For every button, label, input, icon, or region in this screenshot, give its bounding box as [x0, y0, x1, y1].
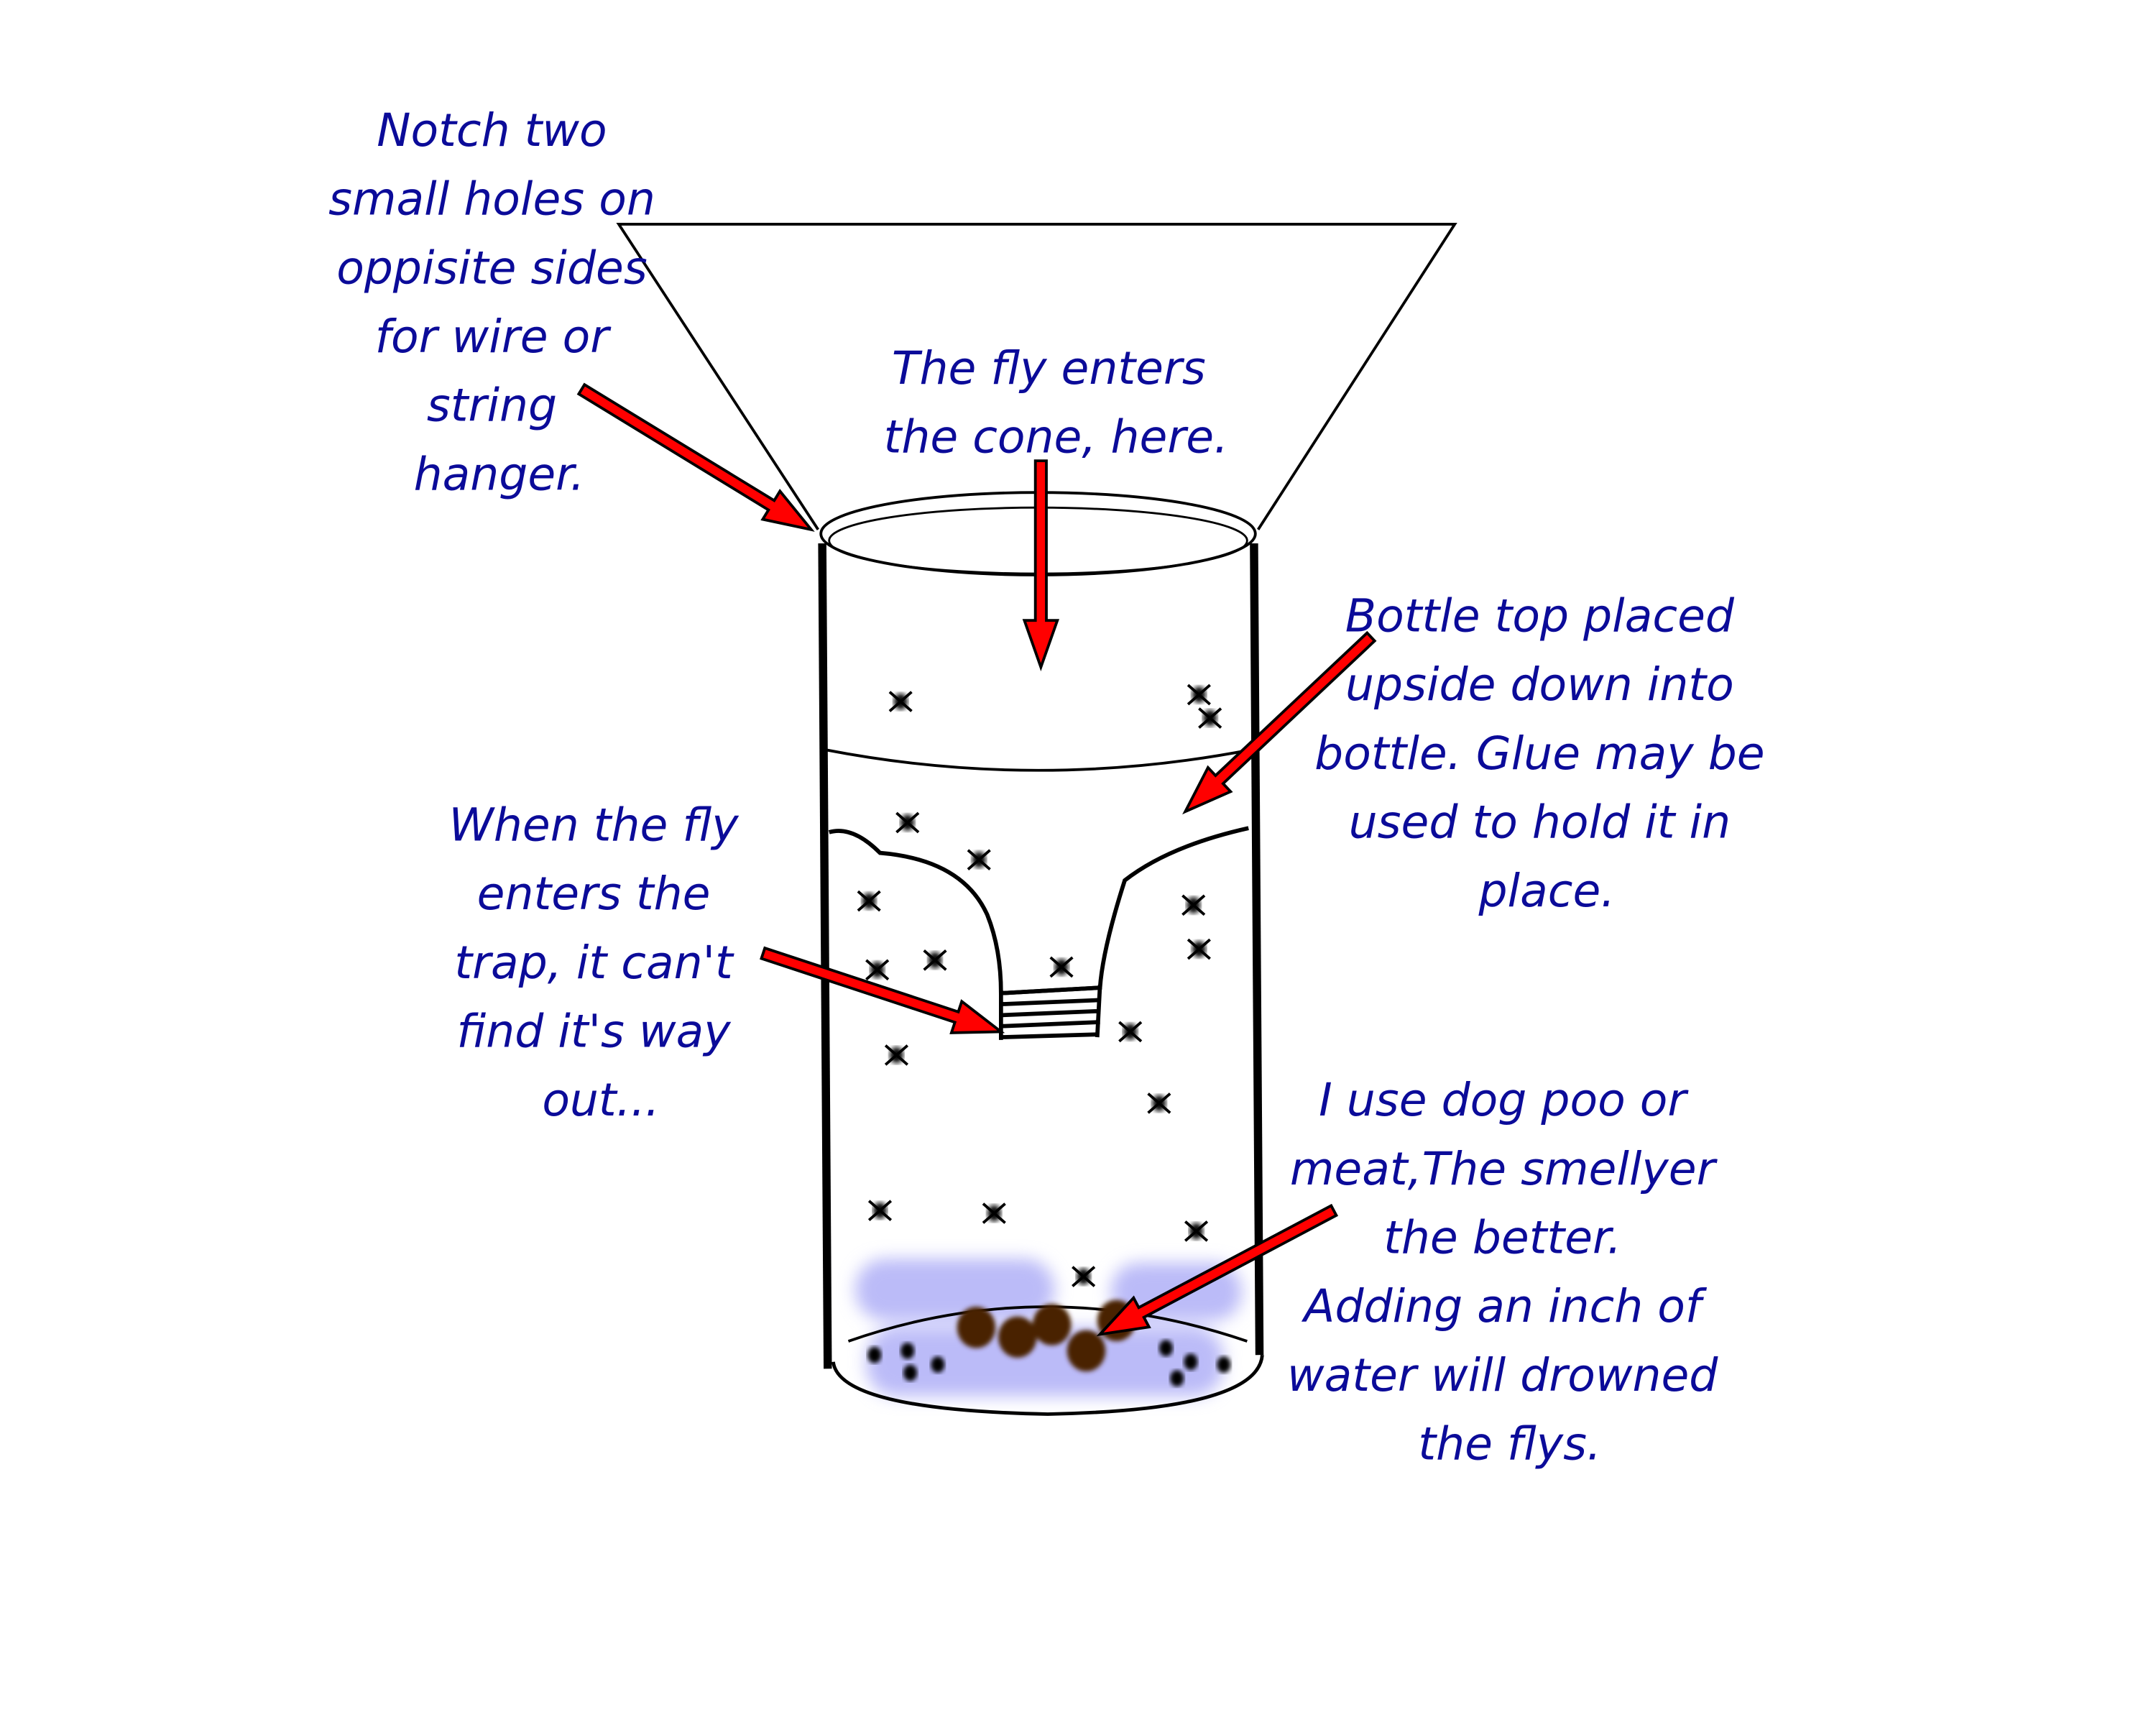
- fly-icon: [895, 811, 920, 834]
- fly-icon: [1072, 1266, 1096, 1287]
- fly-icon: [1198, 707, 1222, 729]
- fly-icon: [923, 949, 947, 971]
- bait-lump: [1032, 1304, 1072, 1346]
- bait-lump: [957, 1307, 996, 1348]
- fly-icon: [1187, 938, 1211, 960]
- dead-fly-icon: [900, 1342, 915, 1359]
- label-bait: I use dog poo or meat,The smellyer the b…: [1287, 1073, 1732, 1470]
- dead-fly-icon: [867, 1346, 882, 1363]
- fly-icon: [884, 1044, 909, 1066]
- dead-fly-icon: [1217, 1356, 1231, 1374]
- red-arrow: [1022, 459, 1060, 671]
- dead-fly-icon: [931, 1356, 945, 1374]
- fly-icon: [865, 959, 890, 981]
- fly-icon: [1147, 1092, 1171, 1114]
- fly-icon: [857, 890, 881, 912]
- bait-lump: [1067, 1330, 1106, 1372]
- red-arrow: [1096, 1203, 1339, 1337]
- fly-icon: [1187, 684, 1211, 706]
- label-bottle-top: Bottle top placed upside down into bottl…: [1314, 589, 1779, 917]
- label-cone-entry: The fly enters the cone, here.: [884, 341, 1229, 464]
- red-arrow: [760, 946, 1005, 1034]
- fly-icon: [1181, 894, 1206, 916]
- fly-icon: [888, 691, 913, 712]
- label-trap: When the fly enters the trap, it can't f…: [449, 798, 753, 1126]
- bait-lump: [998, 1316, 1037, 1358]
- arrows: [576, 382, 1377, 1337]
- flies: [857, 684, 1231, 1387]
- red-arrow: [576, 382, 815, 532]
- fly-icon: [1184, 1220, 1209, 1242]
- fly-icon: [867, 1200, 893, 1222]
- bottle-top-funnel: [828, 826, 1249, 1040]
- label-hanger-holes: Notch two small holes on oppisite sides …: [328, 104, 670, 500]
- red-arrow: [1182, 630, 1377, 815]
- dead-fly-icon: [1170, 1370, 1184, 1387]
- paper-cone: [616, 223, 1457, 530]
- fly-icon: [967, 849, 991, 871]
- fly-icon: [1049, 956, 1074, 978]
- dead-fly-icon: [903, 1364, 918, 1381]
- dead-fly-icon: [1184, 1353, 1198, 1371]
- water: [855, 1259, 1242, 1397]
- fly-icon: [982, 1202, 1006, 1224]
- fly-icon: [1118, 1021, 1143, 1043]
- dead-fly-icon: [1158, 1340, 1174, 1357]
